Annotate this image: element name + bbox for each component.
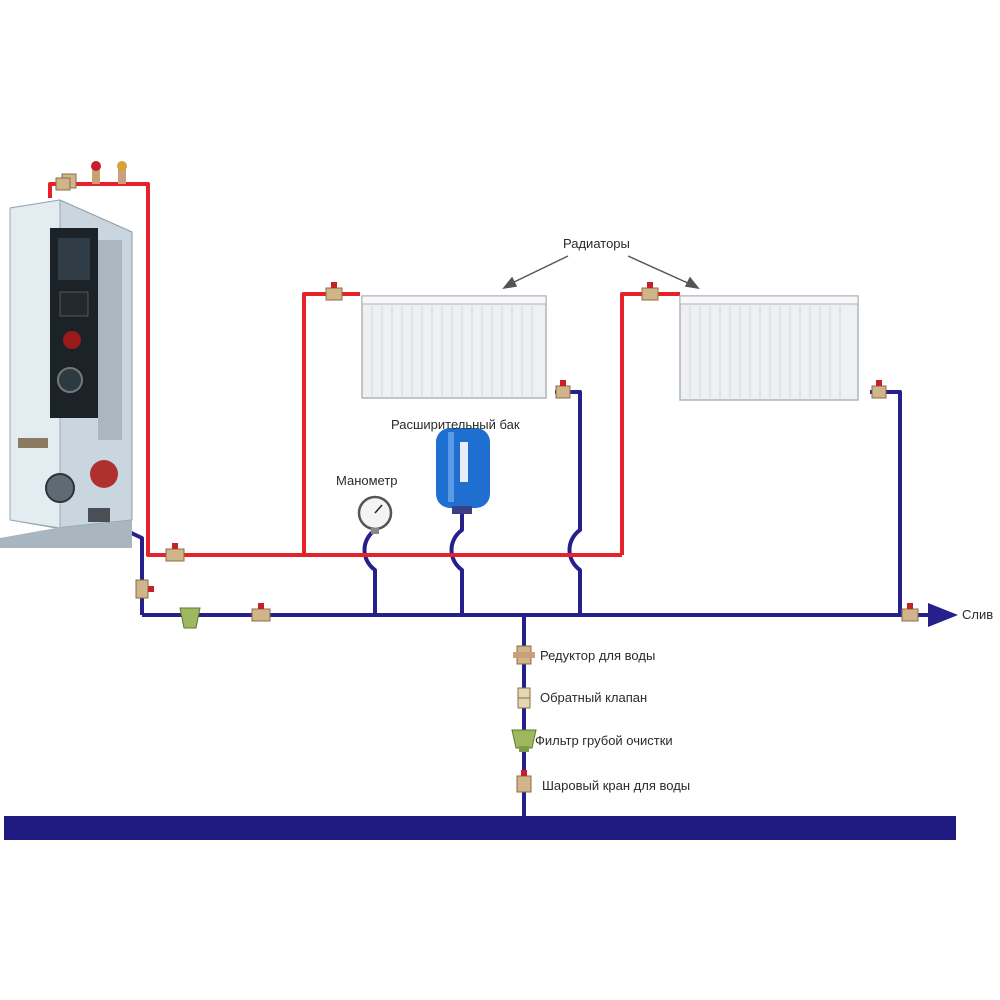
return-vertical-valve	[135, 579, 149, 599]
drain-label: Слив	[962, 607, 994, 622]
radiators-label: Радиаторы	[563, 236, 630, 251]
pressure-gauge	[357, 495, 393, 534]
tank-return-pipe	[449, 512, 464, 615]
radiator-1	[361, 295, 547, 399]
radiator-2-inlet-valve	[641, 287, 659, 301]
expansion-tank-label: Расширительный бак	[391, 417, 520, 432]
radiator-1-outlet-valve	[555, 385, 571, 399]
radiator-2-return-pipe	[870, 390, 902, 615]
ball-valve-label: Шаровый кран для воды	[542, 778, 691, 793]
coarse-filter-label: Фильтр грубой очистки	[535, 733, 673, 748]
drain-arrow	[928, 603, 958, 627]
return-valve	[251, 608, 271, 622]
makeup-components	[511, 645, 537, 793]
water-reducer-icon	[513, 645, 535, 665]
valves	[55, 177, 919, 629]
radiator-2-supply-pipe	[620, 292, 680, 555]
water-reducer-label: Редуктор для воды	[540, 648, 656, 663]
main-water-pipe	[4, 816, 956, 840]
radiator-1-inlet-valve	[325, 287, 343, 301]
return-pipes	[107, 390, 930, 816]
pressure-gauge-label: Манометр	[336, 473, 398, 488]
radiator-label-arrows	[502, 255, 700, 290]
radiator-1-return-pipe	[555, 390, 582, 615]
coarse-filter-icon	[511, 729, 537, 752]
radiator-2-outlet-valve	[871, 385, 887, 399]
check-valve-icon	[517, 687, 531, 709]
supply-valve	[165, 548, 185, 562]
gauge-return-pipe	[362, 528, 377, 615]
expansion-tank	[436, 428, 490, 514]
check-valve-label: Обратный клапан	[540, 690, 648, 705]
radiator-2	[679, 295, 859, 401]
drain-valve	[901, 608, 919, 622]
radiator-1-supply-pipe	[302, 292, 360, 555]
return-filter	[179, 607, 201, 629]
ball-valve-icon	[516, 770, 532, 793]
boiler-top-valve	[55, 177, 71, 191]
electric-boiler	[0, 199, 133, 548]
